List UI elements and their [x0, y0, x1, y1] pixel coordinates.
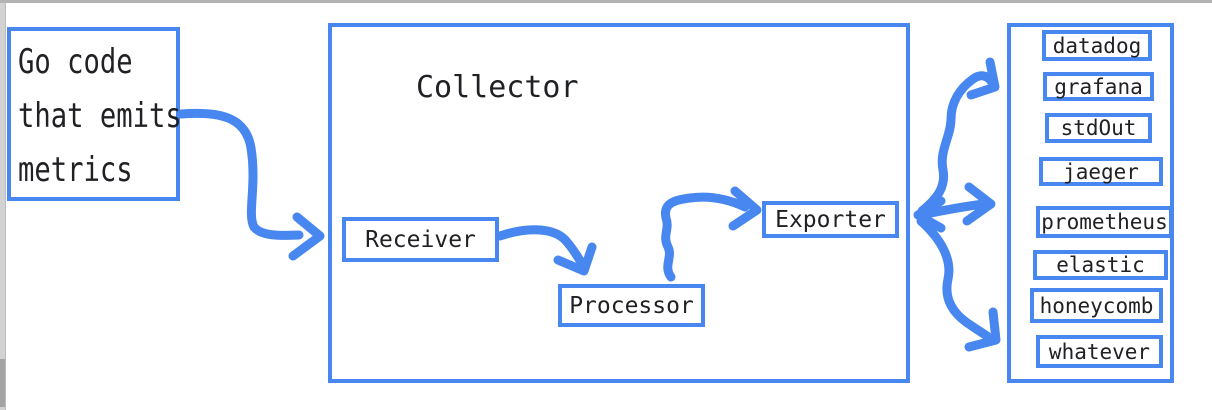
- destination-grafana: grafana: [1043, 72, 1154, 101]
- destination-honeycomb: honeycomb: [1030, 288, 1163, 323]
- destination-jaeger: jaeger: [1039, 157, 1163, 186]
- destination-label: grafana: [1054, 74, 1143, 99]
- destination-stdout: stdOut: [1045, 113, 1152, 143]
- destination-label: prometheus: [1041, 210, 1168, 234]
- destination-label: datadog: [1052, 33, 1142, 58]
- collector-box: Collector Receiver Processor Exporter: [328, 23, 910, 383]
- destination-label: whatever: [1048, 339, 1151, 364]
- destination-whatever: whatever: [1036, 335, 1163, 368]
- arrow-fanout-down: [916, 216, 1001, 352]
- destination-prometheus: prometheus: [1036, 206, 1173, 238]
- arrow-source-to-receiver: [176, 108, 325, 261]
- window-top-edge: [0, 0, 1212, 3]
- destination-label: elastic: [1056, 253, 1145, 277]
- processor-box: Processor: [558, 284, 705, 327]
- arrow-exporter-destinations-bidirectional: [913, 182, 996, 233]
- destination-elastic: elastic: [1033, 250, 1168, 280]
- arrow-fanout-up: [917, 57, 1000, 216]
- scrollbar-thumb[interactable]: [0, 359, 5, 407]
- source-line-1: Go code: [18, 42, 133, 82]
- destinations-panel: datadog grafana stdOut jaeger prometheus…: [1007, 23, 1174, 383]
- destination-label: honeycomb: [1039, 293, 1154, 318]
- source-line-2: that emits: [18, 96, 182, 136]
- destination-label: stdOut: [1060, 116, 1137, 140]
- processor-label: Processor: [569, 292, 694, 319]
- collector-title: Collector: [416, 70, 579, 105]
- receiver-label: Receiver: [365, 226, 476, 253]
- destination-datadog: datadog: [1042, 30, 1152, 61]
- exporter-box: Exporter: [762, 201, 899, 238]
- scrollbar-track[interactable]: [0, 3, 6, 410]
- source-line-3: metrics: [18, 150, 133, 190]
- exporter-label: Exporter: [775, 206, 886, 233]
- destination-label: jaeger: [1063, 159, 1139, 184]
- source-code-box: Go code that emits metrics: [7, 27, 182, 201]
- receiver-box: Receiver: [342, 217, 499, 262]
